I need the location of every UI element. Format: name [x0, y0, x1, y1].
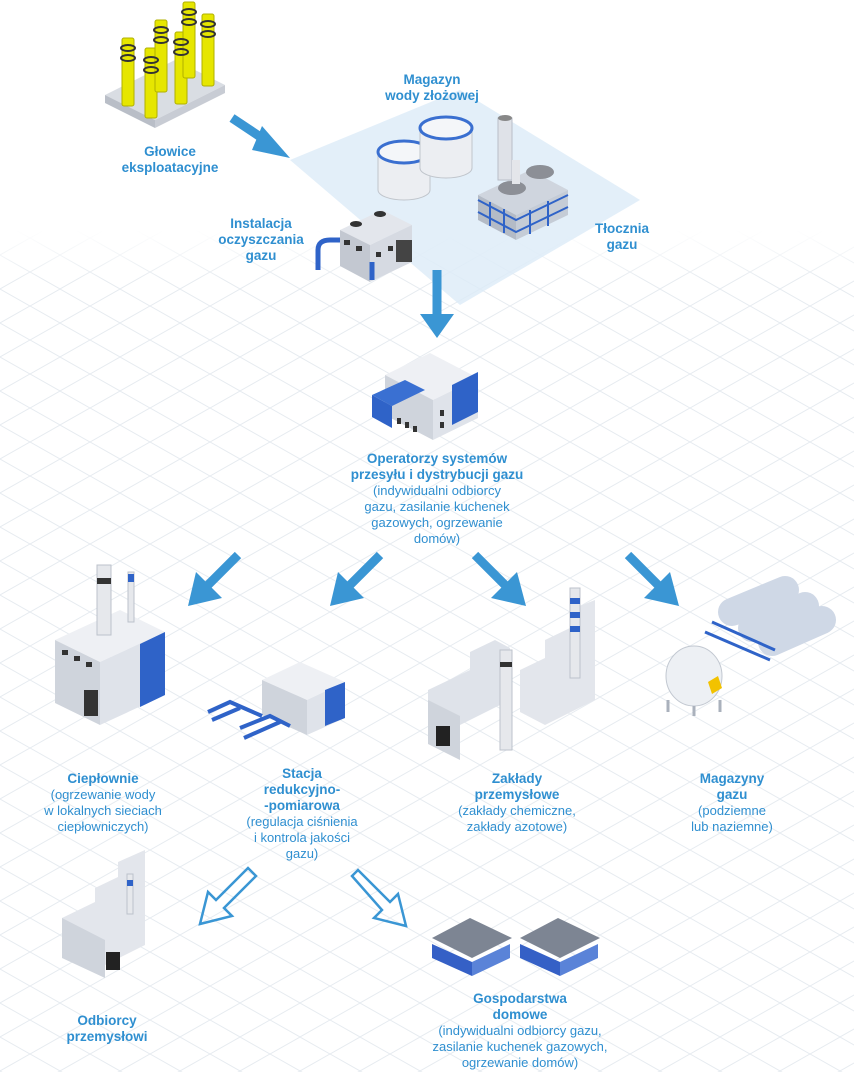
compressor-title: Tłocznia gazu: [594, 221, 649, 252]
compressor-station-illustration: [477, 115, 569, 240]
label-compressor: Tłocznia gazu: [572, 221, 672, 253]
label-reduction-station: Stacja redukcyjno- -pomiarowa (regulacja…: [222, 766, 382, 862]
arrow-to-industrial-plants: [471, 551, 526, 606]
industrial-customers-title: Odbiorcy przemysłowi: [66, 1013, 148, 1044]
label-wellheads: Głowice eksploatacyjne: [100, 144, 240, 176]
arrow-to-industrial-customers: [198, 866, 258, 926]
arrow-wellheads-to-site: [229, 114, 290, 158]
industrial-plants-subtitle: (zakłady chemiczne, zakłady azotowe): [458, 803, 576, 834]
gas-treatment-title: Instalacja oczyszczania gazu: [218, 216, 304, 263]
operators-building-illustration: [372, 353, 478, 440]
label-gas-storage: Magazyny gazu (podziemne lub naziemne): [662, 771, 802, 835]
households-title: Gospodarstwa domowe: [473, 991, 567, 1022]
arrow-to-households: [350, 868, 408, 928]
reduction-station-title: Stacja redukcyjno- -pomiarowa: [263, 766, 341, 813]
water-storage-title: Magazyn wody złożowej: [385, 72, 479, 103]
industrial-plants-title: Zakłady przemysłowe: [474, 771, 560, 802]
label-operators: Operatorzy systemów przesyłu i dystrybuc…: [312, 451, 562, 547]
reduction-station-subtitle: (regulacja ciśnienia i kontrola jakości …: [246, 814, 358, 861]
operators-subtitle: (indywidualni odbiorcy gazu, zasilanie k…: [364, 483, 510, 546]
gas-treatment-illustration: [315, 210, 412, 282]
heating-plant-illustration: [55, 564, 165, 725]
label-industrial-customers: Odbiorcy przemysłowi: [42, 1013, 172, 1045]
industrial-customers-illustration: [62, 850, 145, 978]
label-water-storage: Magazyn wody złożowej: [362, 72, 502, 104]
heating-plants-subtitle: (ogrzewanie wody w lokalnych sieciach ci…: [44, 787, 162, 834]
gas-storage-subtitle: (podziemne lub naziemne): [691, 803, 773, 834]
arrow-to-gas-storage: [624, 551, 679, 606]
arrow-site-to-operators: [420, 270, 454, 338]
production-platform: [290, 90, 640, 305]
operators-title: Operatorzy systemów przesyłu i dystrybuc…: [350, 451, 524, 482]
gas-storage-title: Magazyny gazu: [699, 771, 765, 802]
reduction-station-illustration: [207, 662, 345, 740]
arrow-to-reduction-station: [330, 551, 384, 606]
label-industrial-plants: Zakłady przemysłowe (zakłady chemiczne, …: [437, 771, 597, 835]
heating-plants-title: Ciepłownie: [67, 771, 139, 786]
households-subtitle: (indywidualni odbiorcy gazu, zasilanie k…: [432, 1023, 608, 1070]
label-gas-treatment: Instalacja oczyszczania gazu: [196, 216, 326, 264]
label-households: Gospodarstwa domowe (indywidualni odbior…: [405, 991, 635, 1071]
flow-arrows: [188, 114, 679, 606]
water-tanks-illustration: [376, 115, 474, 201]
industrial-plants-illustration: [428, 587, 595, 760]
gas-storage-illustration: [665, 576, 836, 716]
wellheads-title: Głowice eksploatacyjne: [121, 144, 219, 175]
outline-arrows: [198, 866, 408, 928]
arrow-to-heating-plants: [188, 551, 242, 606]
households-illustration: [432, 918, 600, 976]
label-heating-plants: Ciepłownie (ogrzewanie wody w lokalnych …: [28, 771, 178, 835]
wellheads-illustration: [105, 1, 225, 128]
